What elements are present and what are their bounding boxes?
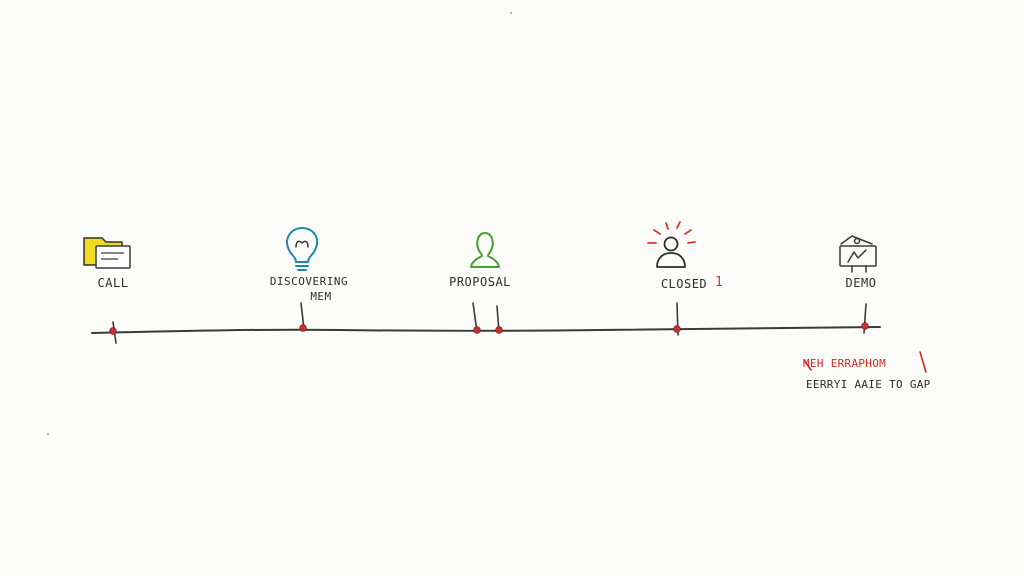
alert-person-icon xyxy=(647,221,696,268)
stage-label-discovering: DISCOVERING xyxy=(269,275,349,288)
marker-proposal-a xyxy=(473,326,481,334)
folder-icon xyxy=(83,237,131,269)
note-subtitle: EERRYI AAIE TO GAP xyxy=(806,378,931,391)
marker-proposal-b xyxy=(495,326,503,334)
closed-count-badge: 1 xyxy=(715,275,723,290)
marker-closed xyxy=(673,325,681,333)
note-title: MEH ERRAPHOM xyxy=(803,357,887,370)
note-arrow xyxy=(803,351,927,373)
stage-label-demo: DEMO xyxy=(845,276,877,290)
timeline-ticks xyxy=(112,302,867,344)
marker-demo xyxy=(861,322,869,330)
paper-speck xyxy=(510,12,512,14)
person-icon xyxy=(470,232,500,268)
stage-label-discovering-line2: MEM xyxy=(310,290,332,303)
stage-label-call: CALL xyxy=(97,276,129,290)
marker-discovering xyxy=(299,324,307,332)
timeline-markers xyxy=(109,322,869,335)
stage-label-proposal: PROPOSAL xyxy=(449,275,511,289)
presentation-icon xyxy=(839,235,877,273)
timeline-line xyxy=(91,326,881,334)
lightbulb-icon xyxy=(286,227,319,271)
paper-speck xyxy=(47,433,49,435)
stage-label-closed: CLOSED xyxy=(660,277,708,291)
marker-call xyxy=(109,327,117,335)
